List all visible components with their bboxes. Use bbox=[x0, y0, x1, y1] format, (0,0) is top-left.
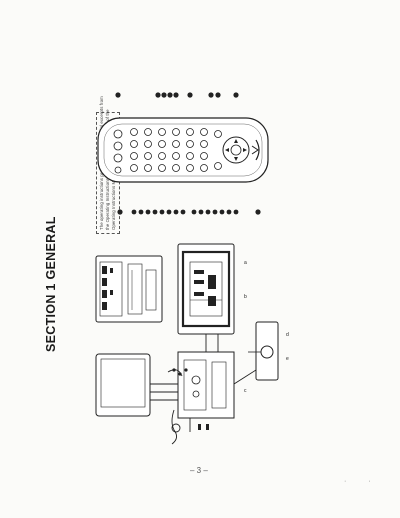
corner-mark: · · bbox=[344, 478, 381, 485]
page-number: – 3 – bbox=[190, 466, 208, 475]
svg-text:d: d bbox=[286, 332, 289, 338]
svg-text:e: e bbox=[286, 356, 289, 362]
vcr-icon bbox=[95, 255, 163, 323]
svg-text:a: a bbox=[244, 260, 247, 266]
antenna-icon: d e bbox=[248, 321, 289, 381]
monitor-icon bbox=[95, 353, 151, 417]
remote-control-icon bbox=[97, 117, 269, 183]
svg-text:c: c bbox=[244, 388, 247, 394]
svg-text:b: b bbox=[244, 294, 247, 300]
receiver-icon: c bbox=[177, 351, 247, 419]
television-icon: a b bbox=[177, 243, 247, 335]
